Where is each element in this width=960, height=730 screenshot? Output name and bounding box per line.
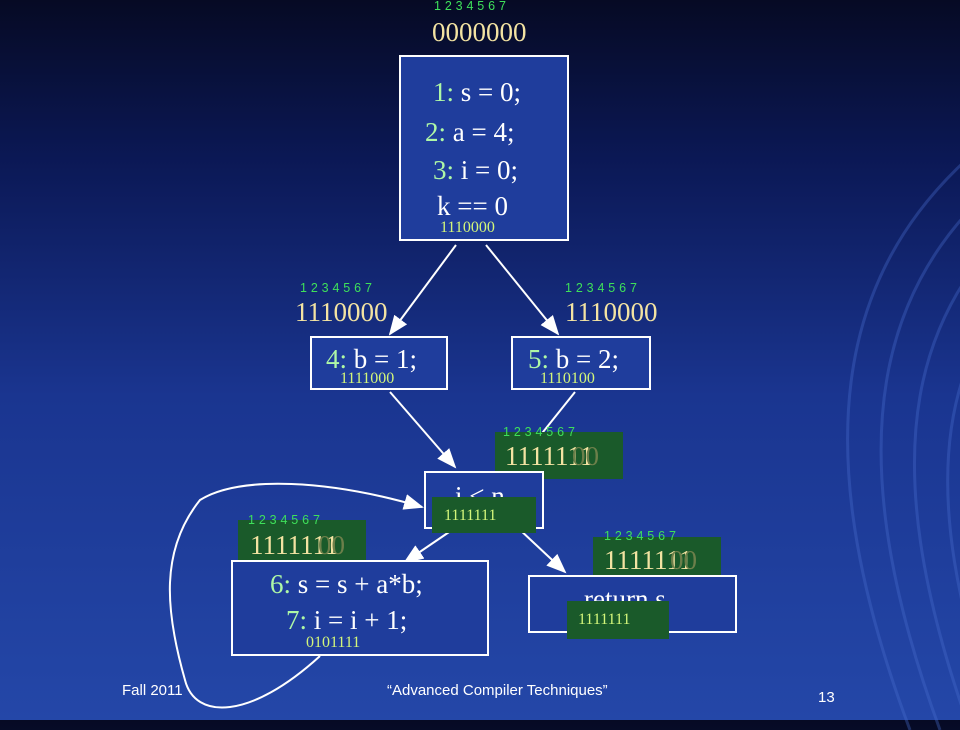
bitvector-b4-out: 1111000 [340,370,395,387]
slide-number: 13 [818,689,835,706]
footer-course-title: “Advanced Compiler Techniques” [387,682,608,699]
decorative-swirl [846,163,960,730]
highlight-exit-in [593,537,721,580]
bitvector-exit-in: 1111111 [604,545,693,575]
bitvector-head-in: 1111111 [505,441,594,471]
bitvector-block1-out: 1110000 [440,219,495,236]
edge-head-body [403,527,456,564]
edge-head-exit [517,527,567,574]
basic-block-1[interactable] [399,55,569,241]
edge-b1-b5 [485,244,560,336]
bitvector-body-out: 0101111 [306,634,361,651]
basic-block-5[interactable] [511,336,651,390]
index-header-head: 1 2 3 4 5 6 7 [503,425,576,439]
bitvector-exit-out: 1111111 [578,611,631,628]
footer-term: Fall 2011 [122,682,183,699]
bitvector-body-in: 1111111 [250,530,339,560]
stmt-3: 3: i = 0; [433,155,518,185]
highlight-head-out [432,497,536,533]
bitvector-b4-in: 1110000 [295,297,388,327]
bitvector-entry-in: 0000000 [432,17,527,47]
basic-block-4[interactable] [310,336,448,390]
stmt-7: 7: i = i + 1; [286,605,408,635]
bitvector-head-out: 1111111 [444,507,497,524]
stmt-6: 6: s = s + a*b; [270,569,423,599]
edge-back-loop [168,482,424,709]
index-header-b4: 1 2 3 4 5 6 7 [300,281,373,295]
stmt-5: 5: b = 2; [528,344,619,374]
bitvector-head-ghost: 00 [572,441,599,471]
loop-body-block[interactable] [231,560,489,656]
index-header-b5: 1 2 3 4 5 6 7 [565,281,638,295]
stmt-1: 1: s = 0; [433,77,522,107]
bitvector-b5-in: 1110000 [565,297,658,327]
index-header-entry: 1 2 3 4 5 6 7 [434,0,507,13]
stmt-2: 2: a = 4; [425,117,515,147]
edge-b4-head [389,391,457,469]
bitvector-b5-out: 1110100 [540,370,595,387]
stmt-4: 4: b = 1; [326,344,417,374]
branch-condition: k == 0 [437,191,508,221]
index-header-exit: 1 2 3 4 5 6 7 [604,529,677,543]
index-header-body: 1 2 3 4 5 6 7 [248,513,321,527]
highlight-exit-out [567,601,669,639]
bitvector-exit-ghost: 00 [670,545,697,575]
edge-b1-b4 [388,244,457,336]
bitvector-body-ghost: 00 [318,530,345,560]
